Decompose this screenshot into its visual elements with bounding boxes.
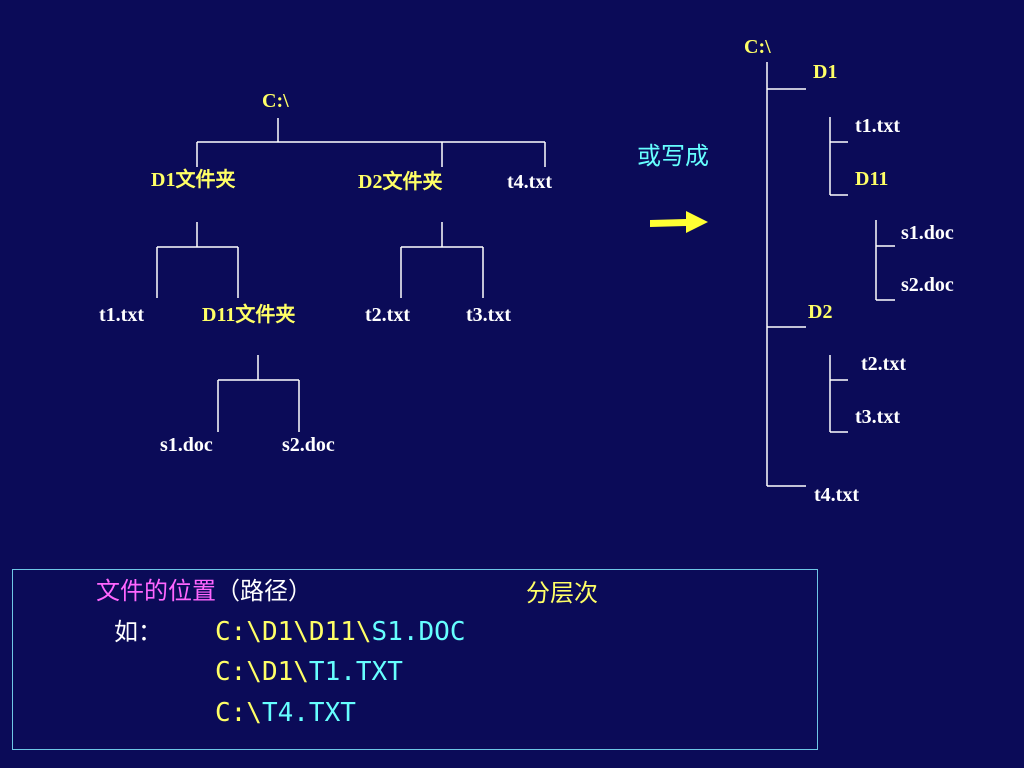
outline-file-t1: t1.txt bbox=[855, 115, 900, 137]
tree-root-label: C:\ bbox=[262, 90, 289, 112]
tree-file-s2: s2.doc bbox=[282, 434, 335, 456]
path-line-3-prefix: C:\ bbox=[215, 698, 262, 728]
outline-root-label: C:\ bbox=[744, 36, 771, 58]
path-explanation-box bbox=[12, 569, 818, 750]
path-line-3: C:\T4.TXT bbox=[215, 696, 356, 730]
path-line-1-file: S1.DOC bbox=[371, 617, 466, 647]
outline-folder-d11: D11 bbox=[855, 168, 889, 190]
path-box-title-paren: （路径） bbox=[216, 577, 312, 605]
path-box-title-main: 文件的位置 bbox=[96, 577, 216, 605]
path-line-2-prefix: C:\D1\ bbox=[215, 657, 309, 687]
tree-file-s1: s1.doc bbox=[160, 434, 213, 456]
tree-folder-d11: D11文件夹 bbox=[202, 304, 296, 326]
outline-folder-d1: D1 bbox=[813, 61, 838, 83]
path-line-1: C:\D1\D11\S1.DOC bbox=[215, 615, 465, 649]
path-line-2: C:\D1\T1.TXT bbox=[215, 655, 403, 689]
path-line-2-file: T1.TXT bbox=[308, 657, 403, 687]
outline-file-t4: t4.txt bbox=[814, 484, 859, 506]
tree-file-t2: t2.txt bbox=[365, 304, 410, 326]
tree-folder-d2: D2文件夹 bbox=[358, 171, 443, 193]
path-box-note: 分层次 bbox=[526, 579, 598, 607]
outline-file-t2: t2.txt bbox=[861, 353, 906, 375]
path-example-label: 如： bbox=[114, 618, 162, 646]
outline-file-t3: t3.txt bbox=[855, 406, 900, 428]
path-line-1-prefix: C:\D1\D11\ bbox=[215, 617, 372, 647]
tree-file-t1: t1.txt bbox=[99, 304, 144, 326]
outline-file-s2: s2.doc bbox=[901, 274, 954, 296]
path-line-3-file: T4.TXT bbox=[261, 698, 356, 728]
right-arrow-icon bbox=[650, 211, 708, 233]
outline-folder-d2: D2 bbox=[808, 301, 833, 323]
tree-file-t4: t4.txt bbox=[507, 171, 552, 193]
outline-file-s1: s1.doc bbox=[901, 222, 954, 244]
tree-folder-d1: D1文件夹 bbox=[151, 169, 236, 191]
path-box-title: 文件的位置（路径） bbox=[96, 576, 312, 606]
alternate-label: 或写成 bbox=[637, 142, 709, 170]
tree-file-t3: t3.txt bbox=[466, 304, 511, 326]
